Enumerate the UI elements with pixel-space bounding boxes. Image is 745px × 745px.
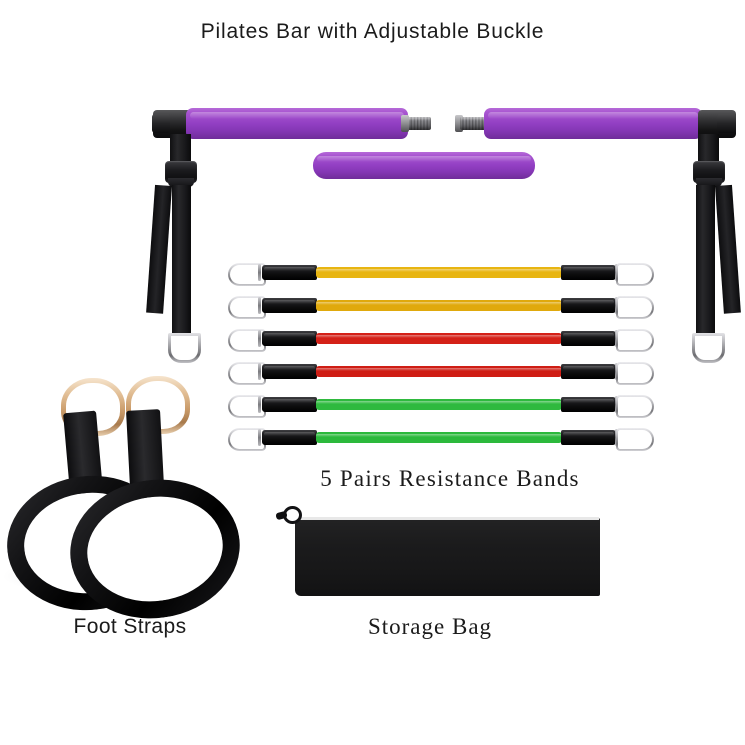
bar-foam-extension [313, 152, 535, 179]
pilates-bar-product [146, 108, 741, 363]
band-tube-yellow [316, 267, 562, 278]
storage-bag-top-edge [299, 517, 599, 520]
band-sleeve-right [561, 331, 616, 346]
page-title: Pilates Bar with Adjustable Buckle [200, 20, 545, 43]
resistance-band-row-yellow [0, 262, 745, 284]
foot-straps-product [0, 370, 260, 630]
band-sleeve-right [561, 430, 616, 445]
band-sleeve-left [262, 331, 317, 346]
bar-strap-right-lower [696, 185, 715, 337]
band-tube-green [316, 432, 562, 443]
storage-bag-label: Storage Bag [367, 614, 493, 639]
band-tube-green [316, 399, 562, 410]
foot-straps-label: Foot Straps [73, 615, 187, 638]
bar-endcap-tip-right [717, 114, 736, 133]
carabiner-icon [616, 428, 654, 451]
bar-connector-right [460, 117, 486, 130]
band-tube-yellow [316, 300, 562, 311]
carabiner-icon [228, 428, 266, 451]
carabiner-gate [615, 396, 618, 413]
resistance-bands-product [0, 262, 745, 449]
carabiner-gate [258, 264, 261, 281]
resistance-band-row-green [0, 427, 745, 449]
bar-foam-right [484, 108, 702, 139]
storage-bag-body [295, 518, 600, 596]
band-sleeve-left [262, 265, 317, 280]
bar-buckle-lip-right [696, 178, 722, 187]
band-sleeve-left [262, 430, 317, 445]
carabiner-icon [616, 296, 654, 319]
carabiner-icon [228, 362, 266, 385]
carabiner-gate [258, 297, 261, 314]
band-sleeve-left [262, 397, 317, 412]
carabiner-icon [228, 329, 266, 352]
carabiner-icon [228, 395, 266, 418]
band-sleeve-left [262, 364, 317, 379]
carabiner-icon [616, 329, 654, 352]
bar-endcap-tip-left [152, 114, 170, 133]
bar-buckle-lip-left [168, 178, 194, 187]
storage-bag-product [275, 506, 600, 596]
bar-connector-nut-right [455, 115, 463, 132]
band-sleeve-left [262, 298, 317, 313]
bar-connector-nut-left [401, 115, 409, 132]
carabiner-gate [615, 297, 618, 314]
resistance-band-row-green [0, 394, 745, 416]
bar-buckle-left [165, 161, 197, 183]
carabiner-icon [616, 263, 654, 286]
bar-buckle-right [693, 161, 725, 183]
bar-dring-left [168, 333, 201, 363]
band-sleeve-right [561, 364, 616, 379]
carabiner-gate [615, 363, 618, 380]
carabiner-gate [615, 429, 618, 446]
bar-strap-left-lower [172, 185, 191, 337]
carabiner-icon [616, 395, 654, 418]
carabiner-icon [228, 296, 266, 319]
bar-foam-left [186, 108, 408, 139]
band-sleeve-right [561, 265, 616, 280]
resistance-band-row-red [0, 328, 745, 350]
carabiner-gate [615, 330, 618, 347]
bar-connector-left [405, 117, 431, 130]
band-tube-red [316, 366, 562, 377]
carabiner-gate [615, 264, 618, 281]
bar-dring-right [692, 333, 725, 363]
carabiner-icon [228, 263, 266, 286]
carabiner-gate [258, 429, 261, 446]
band-sleeve-right [561, 298, 616, 313]
resistance-band-row-red [0, 361, 745, 383]
carabiner-icon [616, 362, 654, 385]
carabiner-gate [258, 330, 261, 347]
resistance-band-row-yellow [0, 295, 745, 317]
band-sleeve-right [561, 397, 616, 412]
carabiner-gate [258, 396, 261, 413]
carabiner-gate [258, 363, 261, 380]
band-tube-red [316, 333, 562, 344]
resistance-bands-label: 5 Pairs Resistance Bands [320, 466, 580, 491]
